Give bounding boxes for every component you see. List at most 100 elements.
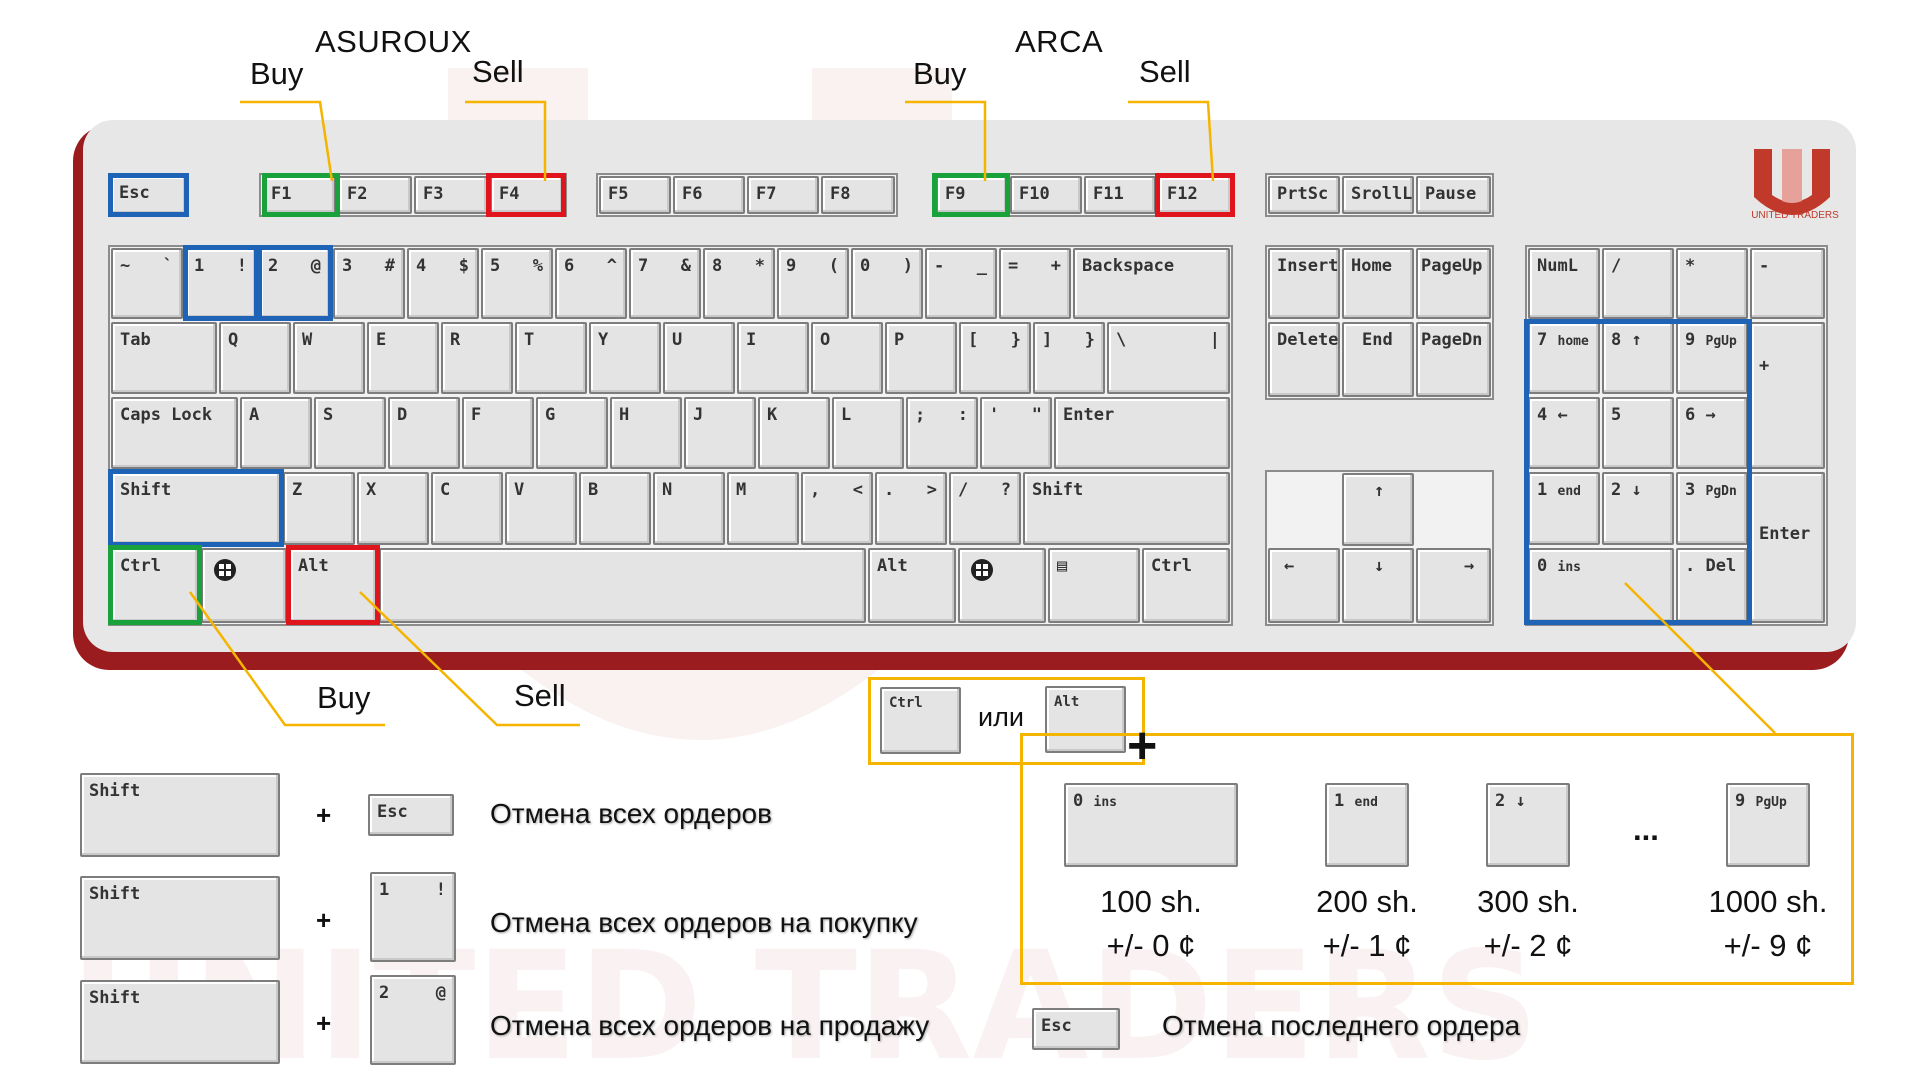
- key-num-lock[interactable]: NumL: [1528, 248, 1600, 319]
- key-right-alt[interactable]: Alt: [868, 548, 956, 623]
- key-f6[interactable]: F6: [673, 176, 745, 214]
- key-c[interactable]: C: [431, 472, 503, 545]
- key-equal[interactable]: =+: [999, 248, 1071, 319]
- key-g[interactable]: G: [536, 397, 608, 469]
- key-comma[interactable]: ,<: [801, 472, 873, 545]
- key-u[interactable]: U: [663, 322, 735, 394]
- key-page-up[interactable]: PageUp: [1416, 248, 1491, 319]
- key-h[interactable]: H: [610, 397, 682, 469]
- key-minus[interactable]: -_: [925, 248, 997, 319]
- key-delete[interactable]: Delete: [1268, 322, 1340, 397]
- key-j[interactable]: J: [684, 397, 756, 469]
- key-4[interactable]: 4$: [407, 248, 479, 319]
- key-home[interactable]: Home: [1342, 248, 1414, 319]
- key-w[interactable]: W: [293, 322, 365, 394]
- key-right-shift[interactable]: Shift: [1023, 472, 1230, 545]
- key-q[interactable]: Q: [219, 322, 291, 394]
- key-numpad-plus[interactable]: +: [1750, 322, 1825, 469]
- key-caps-lock[interactable]: Caps Lock: [111, 397, 238, 469]
- key-9[interactable]: 9(: [777, 248, 849, 319]
- key-quote[interactable]: '": [980, 397, 1052, 469]
- key-left-bracket[interactable]: [}: [959, 322, 1031, 394]
- key-numpad-2[interactable]: 2 ↓: [1602, 472, 1674, 545]
- key-l[interactable]: L: [832, 397, 904, 469]
- key-esc[interactable]: Esc: [110, 175, 187, 215]
- key-e[interactable]: E: [367, 322, 439, 394]
- key-f12[interactable]: F12: [1158, 176, 1232, 214]
- key-t[interactable]: T: [515, 322, 587, 394]
- key-o[interactable]: O: [811, 322, 883, 394]
- key-2[interactable]: 2@: [259, 248, 331, 319]
- key-f[interactable]: F: [462, 397, 534, 469]
- key-numpad-minus[interactable]: -: [1750, 248, 1825, 319]
- key-backspace[interactable]: Backspace: [1073, 248, 1230, 319]
- key-p[interactable]: P: [885, 322, 957, 394]
- key-x[interactable]: X: [357, 472, 429, 545]
- key-k[interactable]: K: [758, 397, 830, 469]
- key-numpad-0[interactable]: 0 ins: [1528, 548, 1674, 623]
- key-enter[interactable]: Enter: [1054, 397, 1230, 469]
- key-f11[interactable]: F11: [1084, 176, 1156, 214]
- key-7[interactable]: 7&: [629, 248, 701, 319]
- key-5[interactable]: 5%: [481, 248, 553, 319]
- key-space[interactable]: [379, 548, 866, 623]
- key-3[interactable]: 3#: [333, 248, 405, 319]
- key-f10[interactable]: F10: [1010, 176, 1082, 214]
- key-0[interactable]: 0): [851, 248, 923, 319]
- key-slash[interactable]: /?: [949, 472, 1021, 545]
- key-tilde[interactable]: ~`: [111, 248, 183, 319]
- key-arrow-up[interactable]: ↑: [1342, 473, 1414, 546]
- key-numpad-slash[interactable]: /: [1602, 248, 1674, 319]
- key-f7[interactable]: F7: [747, 176, 819, 214]
- key-8[interactable]: 8*: [703, 248, 775, 319]
- key-arrow-right[interactable]: →: [1416, 548, 1491, 623]
- key-i[interactable]: I: [737, 322, 809, 394]
- key-f4[interactable]: F4: [490, 176, 564, 214]
- key-tab[interactable]: Tab: [111, 322, 217, 394]
- key-right-ctrl[interactable]: Ctrl: [1142, 548, 1230, 623]
- key-numpad-5[interactable]: 5: [1602, 397, 1674, 469]
- key-6[interactable]: 6^: [555, 248, 627, 319]
- key-pause[interactable]: Pause: [1416, 176, 1491, 214]
- key-prtsc[interactable]: PrtSc: [1268, 176, 1340, 214]
- key-numpad-del[interactable]: . Del: [1676, 548, 1748, 623]
- key-f2[interactable]: F2: [338, 176, 412, 214]
- key-v[interactable]: V: [505, 472, 577, 545]
- key-f9[interactable]: F9: [936, 176, 1008, 214]
- key-numpad-7[interactable]: 7 home: [1528, 322, 1600, 394]
- key-n[interactable]: N: [653, 472, 725, 545]
- key-numpad-3[interactable]: 3 PgDn: [1676, 472, 1748, 545]
- key-numpad-1[interactable]: 1 end: [1528, 472, 1600, 545]
- key-1[interactable]: 1!: [185, 248, 257, 319]
- key-left-ctrl[interactable]: Ctrl: [111, 548, 199, 623]
- key-a[interactable]: A: [240, 397, 312, 469]
- key-numpad-6[interactable]: 6 →: [1676, 397, 1748, 469]
- key-numpad-9[interactable]: 9 PgUp: [1676, 322, 1748, 394]
- key-m[interactable]: M: [727, 472, 799, 545]
- key-right-bracket[interactable]: ]}: [1033, 322, 1105, 394]
- key-s[interactable]: S: [314, 397, 386, 469]
- key-f8[interactable]: F8: [821, 176, 895, 214]
- key-left-win[interactable]: [201, 548, 287, 623]
- key-b[interactable]: B: [579, 472, 651, 545]
- key-numpad-enter[interactable]: Enter: [1750, 472, 1825, 623]
- key-f3[interactable]: F3: [414, 176, 488, 214]
- key-f1[interactable]: F1: [262, 176, 336, 214]
- key-menu[interactable]: ▤: [1048, 548, 1140, 623]
- key-end[interactable]: End: [1342, 322, 1414, 397]
- key-left-shift[interactable]: Shift: [111, 472, 281, 545]
- key-backslash[interactable]: \|: [1107, 322, 1230, 394]
- key-semicolon[interactable]: ;:: [906, 397, 978, 469]
- key-f5[interactable]: F5: [599, 176, 671, 214]
- key-arrow-down[interactable]: ↓: [1342, 548, 1414, 623]
- key-scroll-lock[interactable]: SrollL: [1342, 176, 1414, 214]
- key-y[interactable]: Y: [589, 322, 661, 394]
- key-numpad-8[interactable]: 8 ↑: [1602, 322, 1674, 394]
- key-r[interactable]: R: [441, 322, 513, 394]
- key-arrow-left[interactable]: ←: [1268, 548, 1340, 623]
- key-right-win[interactable]: [958, 548, 1046, 623]
- key-insert[interactable]: Insert: [1268, 248, 1340, 319]
- key-numpad-4[interactable]: 4 ←: [1528, 397, 1600, 469]
- key-page-down[interactable]: PageDn: [1416, 322, 1491, 397]
- key-period[interactable]: .>: [875, 472, 947, 545]
